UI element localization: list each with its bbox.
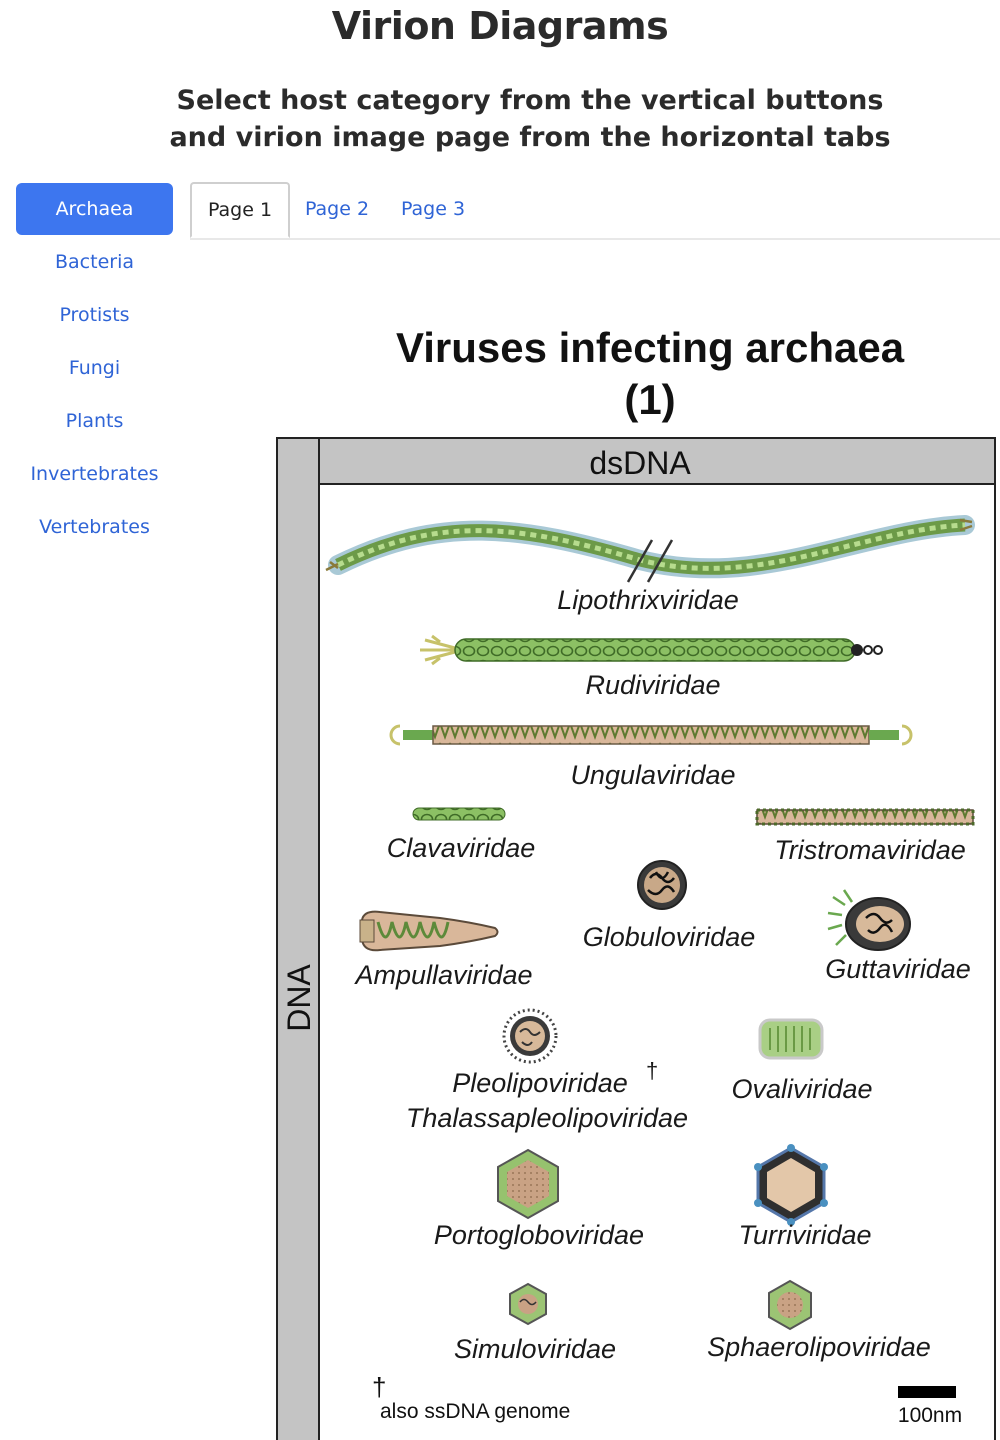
column-header-dsdna: dsDNA (589, 445, 691, 481)
tab-page-1[interactable]: Page 1 (190, 182, 290, 238)
tab-page-2[interactable]: Page 2 (304, 198, 370, 220)
pleolipoviridae-virion (502, 1008, 558, 1064)
simuloviridae-virion (509, 1282, 547, 1326)
host-button-protists[interactable]: Protists (59, 304, 130, 326)
globuloviridae-virion (637, 860, 687, 910)
label-ampullaviridae: Ampullaviridae (353, 960, 532, 990)
host-button-plants[interactable]: Plants (65, 410, 124, 432)
label-sphaerolipoviridae: Sphaerolipoviridae (707, 1332, 931, 1362)
tristromaviridae-virion (755, 808, 975, 826)
turriviridae-virion (754, 1144, 828, 1226)
label-guttaviridae: Guttaviridae (825, 954, 971, 984)
panel-title-line-2: (1) (624, 376, 676, 423)
page-title: Virion Diagrams (331, 4, 669, 48)
sphaerolipoviridae-virion (768, 1279, 812, 1331)
scale-bar-label: 100nm (898, 1404, 962, 1427)
label-clavaviridae: Clavaviridae (387, 833, 536, 863)
ungulaviridae-virion (389, 724, 913, 746)
host-button-bacteria[interactable]: Bacteria (55, 251, 134, 273)
host-category-nav: Archaea Bacteria Protists Fungi Plants I… (16, 183, 173, 554)
host-button-archaea[interactable]: Archaea (16, 183, 173, 235)
label-tristromaviridae: Tristromaviridae (774, 835, 966, 865)
figure-frame (276, 437, 996, 1440)
host-button-vertebrates[interactable]: Vertebrates (39, 516, 150, 538)
label-portogloboviridae: Portogloboviridae (434, 1220, 644, 1250)
instruction-line-2: and virion image page from the horizonta… (169, 122, 891, 153)
label-ungulaviridae: Ungulaviridae (570, 760, 735, 790)
lipothrixviridae-virion (325, 515, 975, 583)
host-button-invertebrates[interactable]: Invertebrates (30, 463, 159, 485)
label-pleolipoviridae: Pleolipoviridae (452, 1068, 628, 1098)
host-button-fungi[interactable]: Fungi (68, 357, 121, 379)
footnote-dagger: † (372, 1372, 386, 1402)
tab-page-3[interactable]: Page 3 (400, 198, 466, 220)
label-lipothrixviridae: Lipothrixviridae (557, 585, 739, 615)
page-tabs: Page 1 Page 2 Page 3 (190, 182, 1000, 240)
label-ovaliviridae: Ovaliviridae (731, 1074, 872, 1104)
label-simuloviridae: Simuloviridae (454, 1334, 616, 1364)
guttaviridae-virion (827, 889, 911, 951)
ampullaviridae-virion (359, 910, 499, 952)
label-thalassapleolipoviridae: Thalassapleolipoviridae (406, 1103, 688, 1133)
panel-title: Viruses infecting archaea (1) (300, 322, 1000, 426)
ovaliviridae-virion (758, 1018, 824, 1060)
pleolipoviridae-dagger: † (646, 1058, 658, 1083)
rudiviridae-virion (420, 634, 883, 666)
label-turriviridae: Turriviridae (738, 1220, 871, 1250)
panel-title-line-1: Viruses infecting archaea (395, 324, 905, 371)
instructions: Select host category from the vertical b… (130, 82, 930, 156)
label-globuloviridae: Globuloviridae (583, 922, 756, 952)
clavaviridae-virion (412, 807, 506, 821)
scale-bar (898, 1386, 956, 1398)
row-header-dna: DNA (281, 964, 317, 1032)
footnote-text: also ssDNA genome (380, 1400, 570, 1423)
portogloboviridae-virion (497, 1148, 559, 1220)
instruction-line-1: Select host category from the vertical b… (176, 85, 884, 116)
label-rudiviridae: Rudiviridae (585, 670, 720, 700)
